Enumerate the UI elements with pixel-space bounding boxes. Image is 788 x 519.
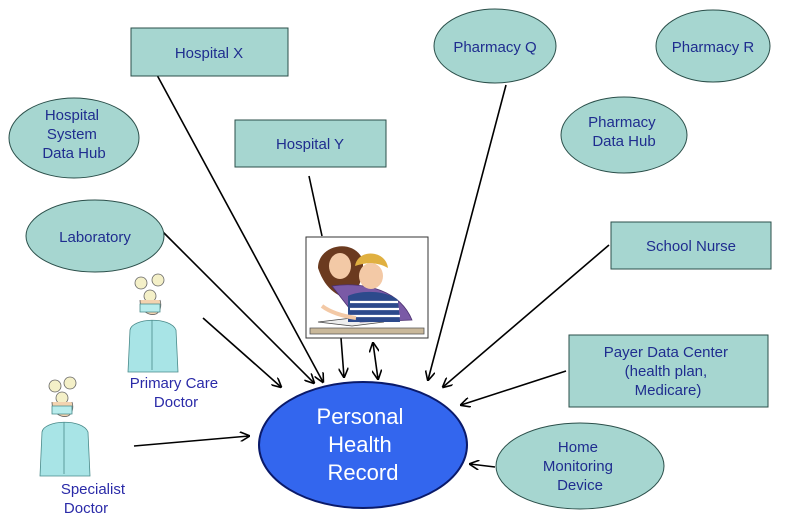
arrow-payer — [461, 370, 567, 405]
home-monitoring-device-node: Home Monitoring Device — [495, 422, 665, 510]
personal-health-record-label: Personal Health Record — [317, 404, 410, 485]
specialist-doctor-icon — [39, 376, 91, 477]
hospital-y-label: Hospital Y — [276, 136, 344, 153]
arrow-laboratory — [162, 231, 314, 383]
arrow-primary-care — [202, 317, 281, 387]
arrow-hospital-x — [156, 74, 323, 382]
arrow-pharmacy-q — [428, 84, 507, 380]
personal-health-record-node: Personal Health Record — [258, 381, 468, 509]
hospital-y-node: Hospital Y — [234, 119, 387, 168]
pharmacy-q-node: Pharmacy Q — [433, 8, 557, 84]
primary-care-doctor-icon — [127, 273, 179, 373]
arrow-patient-down — [341, 337, 344, 377]
payer-data-center-node: Payer Data Center (health plan, Medicare… — [568, 334, 769, 408]
hospital-system-data-hub-label: Hospital System Data Hub — [42, 107, 105, 162]
parent-and-child-icon — [305, 236, 429, 339]
specialist-doctor-label: Specialist Doctor — [61, 481, 129, 517]
arrow-home-monitoring — [470, 464, 496, 467]
pharmacy-data-hub-label: Pharmacy Data Hub — [588, 114, 660, 150]
hospital-x-label: Hospital X — [175, 45, 243, 62]
laboratory-label: Laboratory — [59, 229, 131, 246]
hospital-x-node: Hospital X — [130, 27, 289, 77]
home-monitoring-device-label: Home Monitoring Device — [543, 439, 617, 494]
pharmacy-data-hub-node: Pharmacy Data Hub — [560, 96, 688, 174]
hospital-system-data-hub-node: Hospital System Data Hub — [8, 97, 140, 179]
pharmacy-r-node: Pharmacy R — [655, 9, 771, 83]
arrow-specialist — [133, 436, 249, 447]
arrows — [133, 74, 610, 467]
pharmacy-q-label: Pharmacy Q — [453, 39, 536, 56]
laboratory-node: Laboratory — [25, 199, 165, 273]
arrow-patient-both — [373, 343, 378, 379]
pharmacy-r-label: Pharmacy R — [672, 39, 755, 56]
arrow-hospital-y — [308, 175, 323, 237]
arrow-school-nurse — [443, 244, 610, 387]
school-nurse-label: School Nurse — [646, 238, 736, 255]
school-nurse-node: School Nurse — [610, 221, 772, 270]
payer-data-center-label: Payer Data Center (health plan, Medicare… — [604, 344, 732, 399]
primary-care-doctor-label: Primary Care Doctor — [130, 375, 223, 411]
